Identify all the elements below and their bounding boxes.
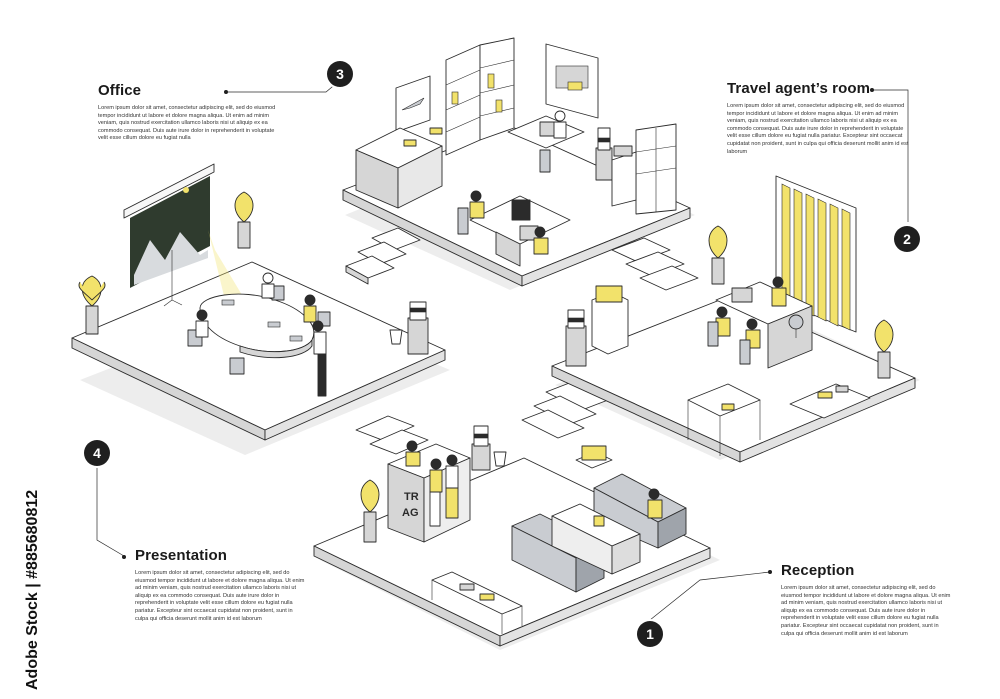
reception-sign-line2: AG: [402, 507, 419, 519]
travel-dot: [870, 88, 874, 92]
plant-back: [234, 191, 254, 249]
office-title: Office: [98, 82, 142, 99]
callout-travel: Travel agent’s room Lorem ipsum dolor si…: [727, 80, 909, 156]
stock-watermark-id: Adobe Stock | #885680812: [4, 460, 44, 695]
reception-body: Lorem ipsum dolor sit amet, consectetur …: [781, 585, 951, 637]
meeting-table: [199, 293, 315, 359]
people-presentation: [195, 272, 327, 397]
badge-travel: 2: [894, 226, 920, 252]
travel-title: Travel agent’s room: [727, 80, 871, 97]
travel-agent-room: [551, 175, 916, 463]
travel-desk: [707, 276, 813, 369]
stock-id-text: Adobe Stock | #885680812: [24, 489, 41, 690]
reception-console: [575, 445, 613, 469]
water-cooler: [389, 301, 429, 355]
office-body: Lorem ipsum dolor sit amet, consectetur …: [98, 105, 276, 142]
callout-office: Office Lorem ipsum dolor sit amet, conse…: [98, 82, 278, 143]
projection-screen: [123, 163, 245, 307]
office-cabinet: [611, 123, 677, 215]
plant-left: [78, 275, 106, 335]
wall-pictures: [395, 43, 599, 133]
sofa-back: [593, 473, 687, 549]
badge-office: 3: [327, 61, 353, 87]
badge-reception: 1: [637, 621, 663, 647]
callout-reception: Reception Lorem ipsum dolor sit amet, co…: [781, 562, 951, 638]
travel-body: Lorem ipsum dolor sit amet, consectetur …: [727, 103, 909, 155]
travel-shelves: [687, 383, 871, 456]
visitors: [429, 454, 459, 527]
office-front-desks: [457, 190, 571, 267]
reception-bench: [431, 571, 523, 634]
bookshelves: [445, 37, 515, 156]
stairs: [345, 227, 699, 455]
plant-travel-1: [708, 225, 728, 285]
presentation-body: Lorem ipsum dolor sit amet, consectetur …: [135, 570, 305, 622]
coffee-table: [551, 503, 641, 575]
reception-sign-line1: TR: [404, 491, 419, 503]
office-back-desk: [507, 110, 613, 181]
window-blinds: [775, 175, 857, 333]
reception-dot: [768, 570, 772, 574]
callout-presentation: Presentation Lorem ipsum dolor sit amet,…: [135, 547, 307, 623]
plant-travel-2: [874, 319, 894, 379]
badge-presentation: 4: [84, 440, 110, 466]
office-room: [342, 37, 691, 287]
presentation-dot: [122, 555, 126, 559]
presentation-title: Presentation: [135, 547, 228, 564]
reception-room: TR AG: [313, 425, 711, 647]
travel-cabinets: [565, 285, 629, 367]
reception-title: Reception: [781, 562, 855, 579]
office-left-desk: [355, 127, 443, 209]
presentation-room: [71, 163, 446, 441]
office-dot: [224, 90, 228, 94]
plant-reception: [360, 479, 380, 543]
